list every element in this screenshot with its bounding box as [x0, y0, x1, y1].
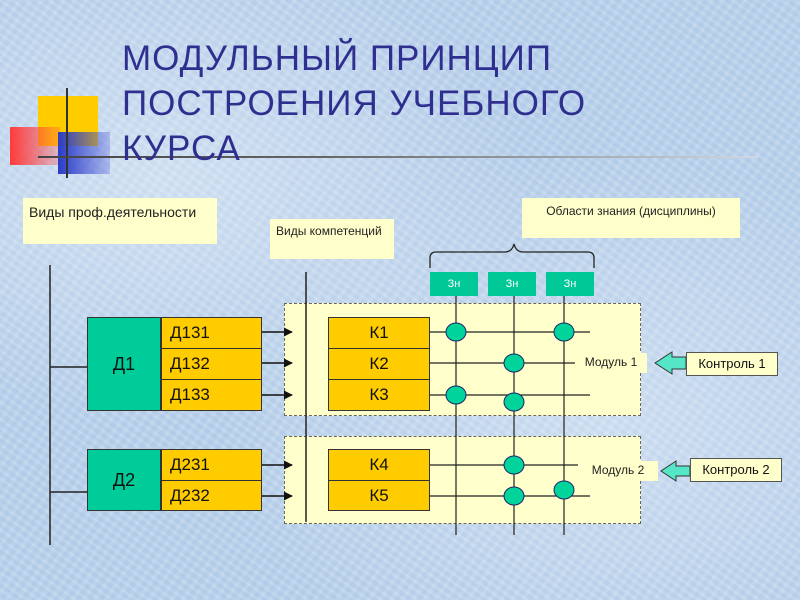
subtype-cell: Д133 — [161, 379, 262, 411]
competence-cell: К2 — [328, 348, 430, 380]
slide-title: МОДУЛЬНЫЙ ПРИНЦИП ПОСТРОЕНИЯ УЧЕБНОГО КУ… — [122, 36, 682, 171]
subtype-cell: Д132 — [161, 348, 262, 380]
node-k3-zn2 — [503, 392, 525, 412]
activity-d2: Д2 — [87, 449, 161, 511]
node-k5-zn2 — [503, 486, 525, 506]
control-2-box: Контроль 2 — [690, 458, 782, 482]
node-k2-zn2 — [503, 353, 525, 373]
title-line-1: МОДУЛЬНЫЙ ПРИНЦИП — [122, 39, 552, 78]
module-2-label: Модуль 2 — [578, 461, 658, 481]
competence-cell: К1 — [328, 317, 430, 349]
node-k1-zn3 — [553, 322, 575, 342]
title-line-2: ПОСТРОЕНИЯ УЧЕБНОГО — [122, 84, 587, 123]
subtype-cell: Д131 — [161, 317, 262, 349]
title-underline — [38, 156, 758, 158]
control-1-arrow — [654, 351, 687, 375]
subtype-cell: Д232 — [161, 480, 262, 511]
competence-cell: К4 — [328, 449, 430, 481]
subtype-cell: Д231 — [161, 449, 262, 481]
node-k3-zn1 — [445, 385, 467, 405]
knowledge-brace — [429, 243, 595, 268]
knowledge-tag: Зн — [546, 272, 594, 296]
knowledge-areas-label: Области знания (дисциплины) — [522, 198, 740, 238]
control-2-arrow — [660, 460, 691, 482]
decor-red-square — [10, 127, 60, 165]
activity-d1: Д1 — [87, 317, 161, 411]
competence-cell: К5 — [328, 480, 430, 511]
knowledge-tag: Зн — [488, 272, 536, 296]
control-1-box: Контроль 1 — [686, 352, 778, 376]
decor-vertical-line — [66, 88, 68, 178]
activity-types-label: Виды проф.деятельности — [23, 198, 217, 244]
knowledge-tag: Зн — [430, 272, 478, 296]
node-k5-zn3 — [553, 480, 575, 500]
module-1-label: Модуль 1 — [575, 353, 647, 373]
title-line-3: КУРСА — [122, 129, 241, 168]
competence-cell: К3 — [328, 379, 430, 411]
competence-types-label: Виды компетенций — [270, 219, 394, 259]
node-k4-zn2 — [503, 455, 525, 475]
node-k1-zn1 — [445, 322, 467, 342]
